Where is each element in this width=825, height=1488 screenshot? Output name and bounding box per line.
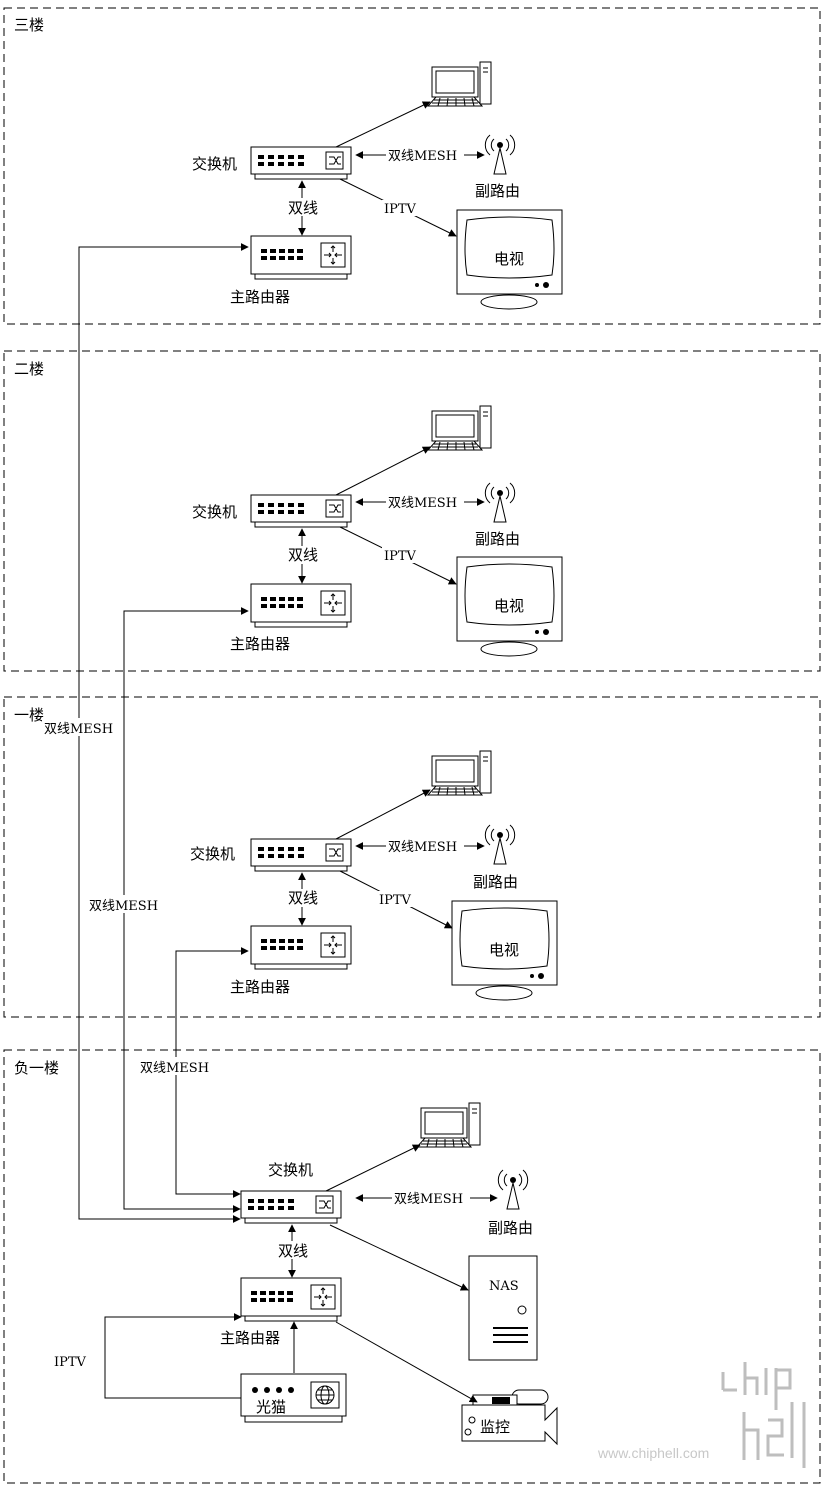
- camera-icon: [461, 1389, 558, 1446]
- antenna-icon: [497, 1169, 529, 1210]
- router-icon: [250, 583, 352, 628]
- computer-icon: [427, 405, 492, 451]
- router-label: 主路由器: [230, 635, 290, 653]
- floor-b1: 交换机 主路由器 双线 双线MESH 副路由 NAS: [52, 1102, 558, 1446]
- camera-label: 监控: [480, 1418, 510, 1436]
- floor-1-zone: [3, 696, 821, 1018]
- watermark: www.chiphell.com: [597, 1362, 806, 1468]
- switch-icon: [250, 146, 352, 180]
- link-label: 双线: [288, 199, 318, 217]
- mesh-label: 双线MESH: [394, 1192, 463, 1207]
- mesh-label: 双线MESH: [388, 496, 457, 511]
- floor-3: 交换机 主路由器 双线 双线MESH 副路由 电视 IPTV: [192, 61, 563, 310]
- link-label: 双线: [288, 546, 318, 564]
- nas-label: NAS: [489, 1279, 519, 1294]
- iptv-label: IPTV: [54, 1355, 87, 1370]
- backbone-label: 双线MESH: [140, 1061, 209, 1076]
- router-label: 主路由器: [230, 978, 290, 996]
- floor-2-zone: [3, 350, 821, 672]
- backbone-label: 双线MESH: [89, 899, 158, 914]
- link-label: 双线: [288, 889, 318, 907]
- router-label: 主路由器: [230, 288, 290, 306]
- antenna-icon: [484, 482, 516, 523]
- switch-icon: [250, 494, 352, 528]
- floor-1: 交换机 主路由器 双线 双线MESH 副路由 电视 IPTV: [190, 750, 558, 1001]
- tv-label: 电视: [489, 941, 519, 959]
- tv-label: 电视: [494, 250, 524, 268]
- switch-label: 交换机: [192, 155, 237, 173]
- floor-2: 交换机 主路由器 双线 双线MESH 副路由 电视 IPTV: [192, 405, 563, 657]
- modem-label: 光猫: [256, 1398, 286, 1416]
- backbone-label: 双线MESH: [44, 722, 113, 737]
- iptv-label: IPTV: [384, 202, 417, 217]
- sub-router-label: 副路由: [475, 182, 520, 200]
- nas-icon: [468, 1255, 538, 1361]
- router-icon: [250, 235, 352, 280]
- floor-3-zone: [3, 7, 821, 325]
- switch-label: 交换机: [190, 845, 235, 863]
- watermark-url: www.chiphell.com: [597, 1445, 709, 1461]
- antenna-icon: [484, 134, 516, 175]
- router-label: 主路由器: [220, 1329, 280, 1347]
- sub-router-label: 副路由: [473, 873, 518, 891]
- tv-label: 电视: [494, 597, 524, 615]
- mesh-label: 双线MESH: [388, 840, 457, 855]
- switch-icon: [250, 838, 352, 872]
- iptv-label: IPTV: [384, 549, 417, 564]
- computer-icon: [427, 61, 492, 107]
- floor-title: 三楼: [14, 16, 44, 34]
- sub-router-label: 副路由: [475, 530, 520, 548]
- chiphell-logo: [721, 1362, 806, 1468]
- computer-icon: [416, 1102, 481, 1148]
- switch-label: 交换机: [192, 503, 237, 521]
- floor-b1-zone: [3, 1049, 821, 1484]
- antenna-icon: [484, 824, 516, 865]
- switch-label: 交换机: [268, 1161, 313, 1179]
- mesh-label: 双线MESH: [388, 149, 457, 164]
- modem-icon: [240, 1373, 347, 1423]
- link-label: 双线: [278, 1242, 308, 1260]
- switch-icon: [240, 1190, 342, 1224]
- router-icon: [250, 925, 352, 970]
- iptv-label: IPTV: [379, 893, 412, 908]
- computer-icon: [427, 750, 492, 796]
- sub-router-label: 副路由: [488, 1219, 533, 1237]
- floor-title: 一楼: [14, 706, 44, 724]
- floor-title: 二楼: [14, 360, 44, 378]
- floor-title: 负一楼: [14, 1059, 59, 1077]
- router-icon: [240, 1277, 342, 1322]
